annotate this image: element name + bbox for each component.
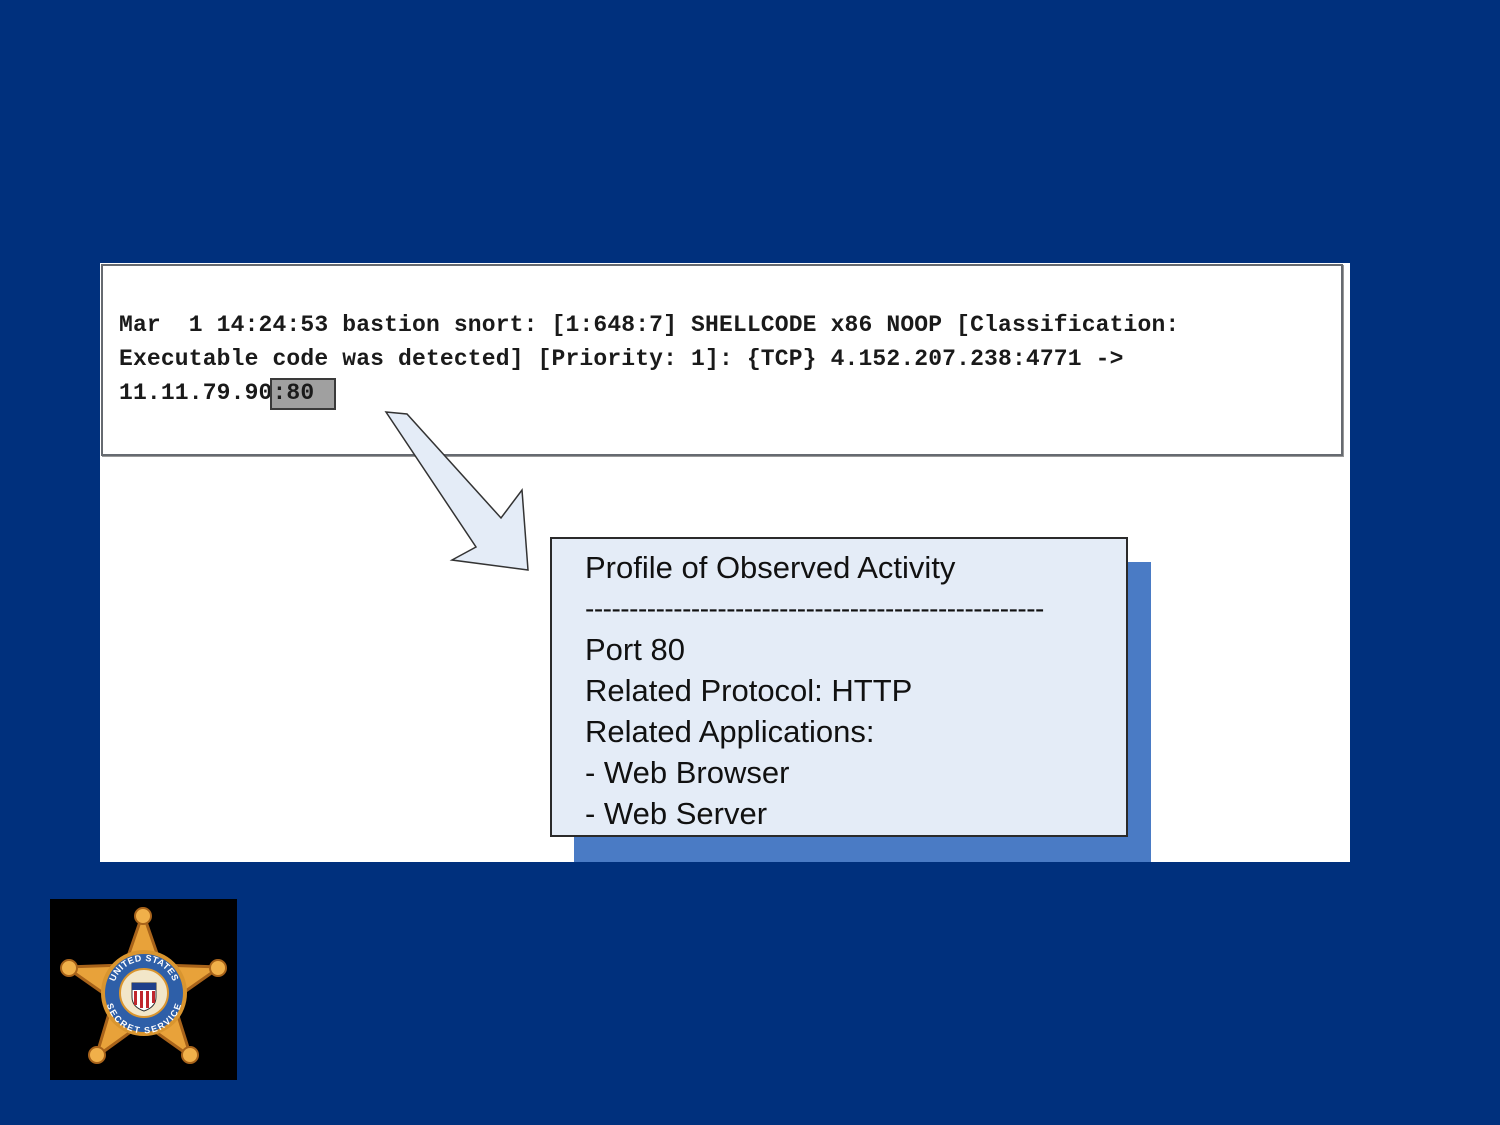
profile-content: Profile of Observed Activity -----------… [585, 547, 1105, 834]
profile-divider: ----------------------------------------… [585, 593, 1044, 624]
profile-title: Profile of Observed Activity [585, 550, 956, 585]
profile-applications-label: Related Applications: [585, 714, 875, 749]
secret-service-logo: UNITED STATES SECRET SERVICE [50, 899, 237, 1080]
profile-app-web-browser: - Web Browser [585, 755, 790, 790]
log-line-2: Executable code was detected] [Priority:… [119, 346, 1124, 372]
log-line-1: Mar 1 14:24:53 bastion snort: [1:648:7] … [119, 312, 1180, 338]
log-line-3-address: 11.11.79.90 [119, 380, 273, 406]
port-highlight: :80 [270, 378, 337, 410]
profile-protocol: Related Protocol: HTTP [585, 673, 913, 708]
profile-port: Port 80 [585, 632, 685, 667]
profile-box: Profile of Observed Activity -----------… [550, 537, 1128, 837]
secret-service-star-badge-icon: UNITED STATES SECRET SERVICE [60, 907, 227, 1064]
log-entry-text: Mar 1 14:24:53 bastion snort: [1:648:7] … [119, 308, 1179, 410]
callout-arrow-shape [384, 411, 529, 571]
profile-app-web-server: - Web Server [585, 796, 768, 831]
log-entry-box: Mar 1 14:24:53 bastion snort: [1:648:7] … [101, 264, 1343, 456]
